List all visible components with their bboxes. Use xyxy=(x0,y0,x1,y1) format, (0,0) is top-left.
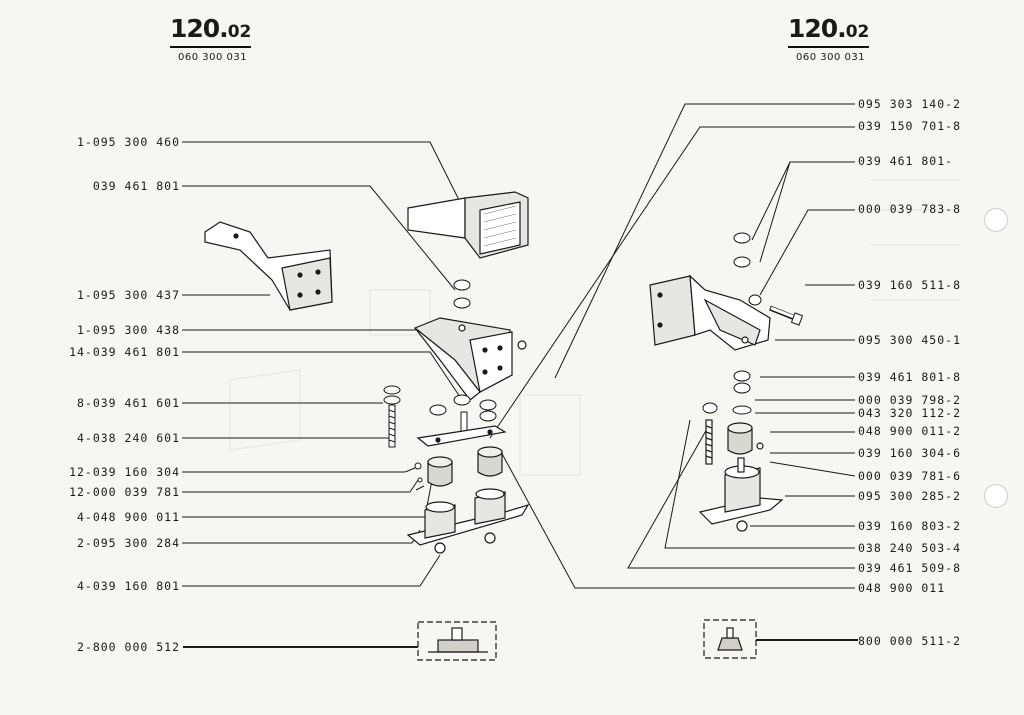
part-label: 048 900 011 xyxy=(858,581,946,595)
punch-hole-bottom xyxy=(984,484,1008,508)
base-284 xyxy=(406,488,530,554)
small-screws-left xyxy=(414,462,425,491)
part-label: 039 160 304-6 xyxy=(858,446,962,460)
part-label: 1-095 300 460 xyxy=(76,135,180,149)
part-label: 12-039 160 304 xyxy=(69,465,180,479)
leader-lines xyxy=(182,103,856,589)
part-label: 039 160 511-8 xyxy=(858,278,962,292)
part-label: 14-039 461 801 xyxy=(69,345,180,359)
bracket-438 xyxy=(413,317,527,401)
bracket-460 xyxy=(407,191,529,259)
left-page-number-main: 120. xyxy=(170,14,229,43)
part-label: 1-095 300 438 xyxy=(76,323,180,337)
right-page-number-sub: 02 xyxy=(845,22,870,42)
part-label: 039 150 701-8 xyxy=(858,119,962,133)
bracket-450 xyxy=(649,274,771,351)
left-page-number-rule xyxy=(170,46,252,48)
reverse-side-ghost xyxy=(229,179,960,476)
part-label: 043 320 112-2 xyxy=(858,406,962,420)
right-page-number-main: 120. xyxy=(788,14,847,43)
part-label: 039 461 509-8 xyxy=(858,561,962,575)
part-label: 2-800 000 512 xyxy=(76,640,180,654)
part-label: 4-048 900 011 xyxy=(76,510,180,524)
part-label: 000 039 798-2 xyxy=(858,393,962,407)
washer-bolt-right xyxy=(748,294,804,326)
nuts-pair-upper-right xyxy=(733,232,751,268)
part-label: 1-095 300 437 xyxy=(76,288,180,302)
part-label: 038 240 503-4 xyxy=(858,541,962,555)
part-label: 800 000 511-2 xyxy=(858,634,962,648)
part-label: 095 300 285-2 xyxy=(858,489,962,503)
plate-140 xyxy=(416,425,507,447)
right-page-number: 120.02 xyxy=(788,14,870,48)
left-page-ref: 060 300 031 xyxy=(178,52,248,63)
washers-and-stud-left xyxy=(383,385,468,448)
part-label: 048 900 011-2 xyxy=(858,424,962,438)
part-label: 4-038 240 601 xyxy=(76,431,180,445)
part-label: 095 303 140-2 xyxy=(858,97,962,111)
part-label: 8-039 461 601 xyxy=(76,396,180,410)
part-label: 4-039 160 801 xyxy=(76,579,180,593)
right-page-ref: 060 300 031 xyxy=(796,52,866,63)
left-page-number: 120.02 xyxy=(170,14,252,48)
part-label: 095 300 450-1 xyxy=(858,333,962,347)
nut-stack-right xyxy=(702,370,752,415)
left-page-number-sub: 02 xyxy=(227,22,252,42)
assembly-symbol-left xyxy=(183,621,497,661)
rubber-mounts-left xyxy=(427,446,503,487)
rubber-mount-right xyxy=(705,419,764,465)
part-label: 039 461 801- xyxy=(858,154,954,168)
part-label: 000 039 781-6 xyxy=(858,469,962,483)
part-label: 039 461 801 xyxy=(92,179,180,193)
part-label: 039 461 801-8 xyxy=(858,370,962,384)
part-label: 039 160 803-2 xyxy=(858,519,962,533)
right-page-number-rule xyxy=(788,46,870,48)
base-285 xyxy=(698,457,784,532)
part-label: 000 039 783-8 xyxy=(858,202,962,216)
bracket-437 xyxy=(204,221,333,311)
part-label: 12-000 039 781 xyxy=(69,485,180,499)
punch-hole-top xyxy=(984,208,1008,232)
nuts-cluster-left xyxy=(429,394,497,422)
part-label: 2-095 300 284 xyxy=(76,536,180,550)
nuts-pair-upper-left xyxy=(453,279,471,309)
assembly-symbol-right xyxy=(703,619,858,659)
